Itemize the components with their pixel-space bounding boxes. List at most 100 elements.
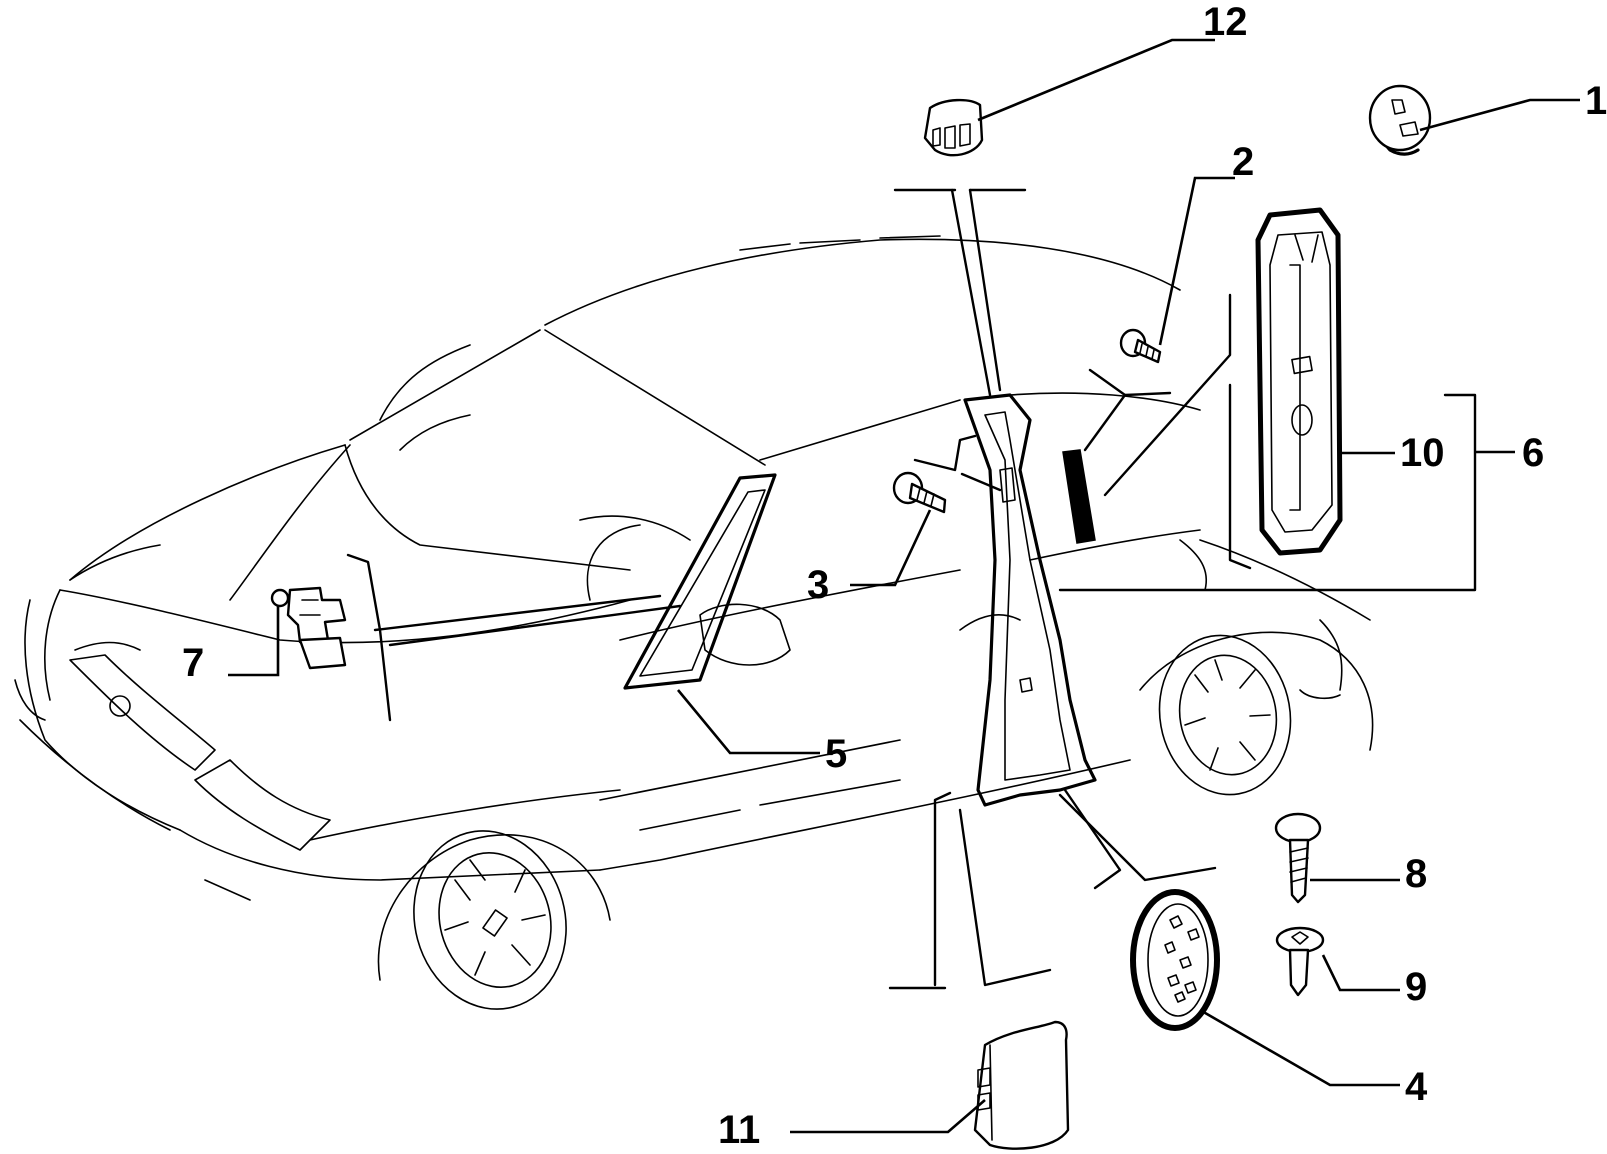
wheel-arch-rear [1139,631,1374,751]
pad-dots [1164,915,1200,1003]
door-handle [959,614,1021,631]
roof-side-rear [1009,392,1201,411]
leader-12 [977,38,1215,122]
grille [69,654,216,771]
callout-labels: 1 2 3 4 5 6 7 8 9 10 11 12 [182,0,1607,1152]
rear-deck [1199,539,1371,621]
rocker-line [599,759,1131,871]
a-pillar-trim-part-5 [623,473,777,690]
front-wheel-hub [438,851,552,989]
callout-6: 6 [1522,431,1544,475]
callout-5: 5 [825,732,847,776]
callout-10: 10 [1400,431,1445,475]
callout-11: 11 [718,1108,760,1152]
cover-inner [1269,231,1333,533]
belt-guide-cover-part-10 [1255,207,1343,556]
leader-5 [676,689,820,755]
torx-screw-part-9 [1275,926,1325,997]
roof-line [544,238,1181,326]
headlamp-left-edge [44,589,61,701]
torx-shank [1288,948,1310,997]
hood-detail [69,544,161,581]
side-molding [639,779,901,831]
felt-strip [1062,449,1096,544]
rivet-part-8 [1274,812,1322,904]
right-bracket [1103,293,1252,570]
lower-right-bracket-2 [1063,788,1122,890]
b-pillar-trim-part-6 [963,393,1097,807]
wiper-line [399,414,471,451]
callout-9: 9 [1405,965,1427,1009]
fender-line [309,789,621,841]
cap-tab-2 [1399,121,1419,137]
lower-bumper [19,719,171,831]
guide-lines [346,188,1477,990]
leader-1 [1419,98,1580,132]
rivet-head [1274,812,1322,844]
grille-top [74,641,141,651]
wheel-spokes [444,859,546,976]
leader-lines [228,38,1580,1134]
top-bracket-legs [950,188,1002,397]
oval-pad-part-4 [1130,889,1220,1031]
cap-face [1368,84,1432,152]
a-pillar-inner [639,489,766,677]
cover-shell [973,1020,1070,1150]
callout-8: 8 [1405,852,1427,896]
lower-right-bracket [1058,793,1217,882]
cap-part-1 [1368,84,1432,156]
a-pillar-leaders [373,594,682,647]
pad-rim [1130,889,1220,1031]
callout-3: 3 [807,563,829,607]
windshield-bottom [344,444,631,571]
badge-icon [109,695,131,717]
rivet-stem [1288,838,1310,904]
leader-4 [1199,1008,1400,1087]
bolt-bracket [913,434,977,472]
wheel-arch-front [377,834,611,981]
callout-7: 7 [182,641,204,685]
beltline-rear [1029,529,1201,561]
callout-2: 2 [1232,140,1254,184]
cover-slot [1291,355,1313,375]
side-mirror [699,603,791,666]
steering-wheel [586,524,641,601]
front-wheel [413,830,567,1010]
bracket-pin [270,588,290,608]
b-pillar-inner [984,411,1071,781]
bolt-shank [908,482,947,514]
cover-hole [1291,404,1313,436]
cover-top-detail [1294,234,1319,263]
dash-line [579,515,691,541]
clip-body [923,98,984,157]
rear-door-edge [1179,539,1207,591]
screw-threads [1139,343,1155,360]
rear-wheel-hub [1178,654,1278,776]
windshield-top [544,329,766,466]
callout-1: 1 [1585,79,1607,123]
cap-tab-1 [1391,99,1406,115]
cover-rail [1289,264,1301,511]
windshield-left [349,329,541,441]
b-pillar-outer [963,393,1097,807]
callout-12: 12 [1203,0,1248,44]
felt-strip-fill [1062,449,1096,544]
clip-tabs [932,123,971,149]
front-bumper-outline [24,599,181,831]
rear-wheel-spokes [1184,659,1271,771]
callout-4: 4 [1405,1065,1428,1109]
bolt-bracket-2 [960,472,1002,492]
felt-bracket-leg [1083,393,1127,452]
pad-face [1147,903,1209,1017]
bolt-part-3 [892,471,947,514]
right-headlamp [194,759,331,851]
beltline-front [619,569,961,641]
lower-mid-bracket [958,808,1052,987]
felt-bracket-top [1088,368,1172,397]
car-outline [14,235,1374,1010]
hood-crease [229,444,351,601]
rivet-ridges [1289,847,1309,883]
cover-edge [989,1044,993,1141]
lower-left-bracket [888,791,952,990]
